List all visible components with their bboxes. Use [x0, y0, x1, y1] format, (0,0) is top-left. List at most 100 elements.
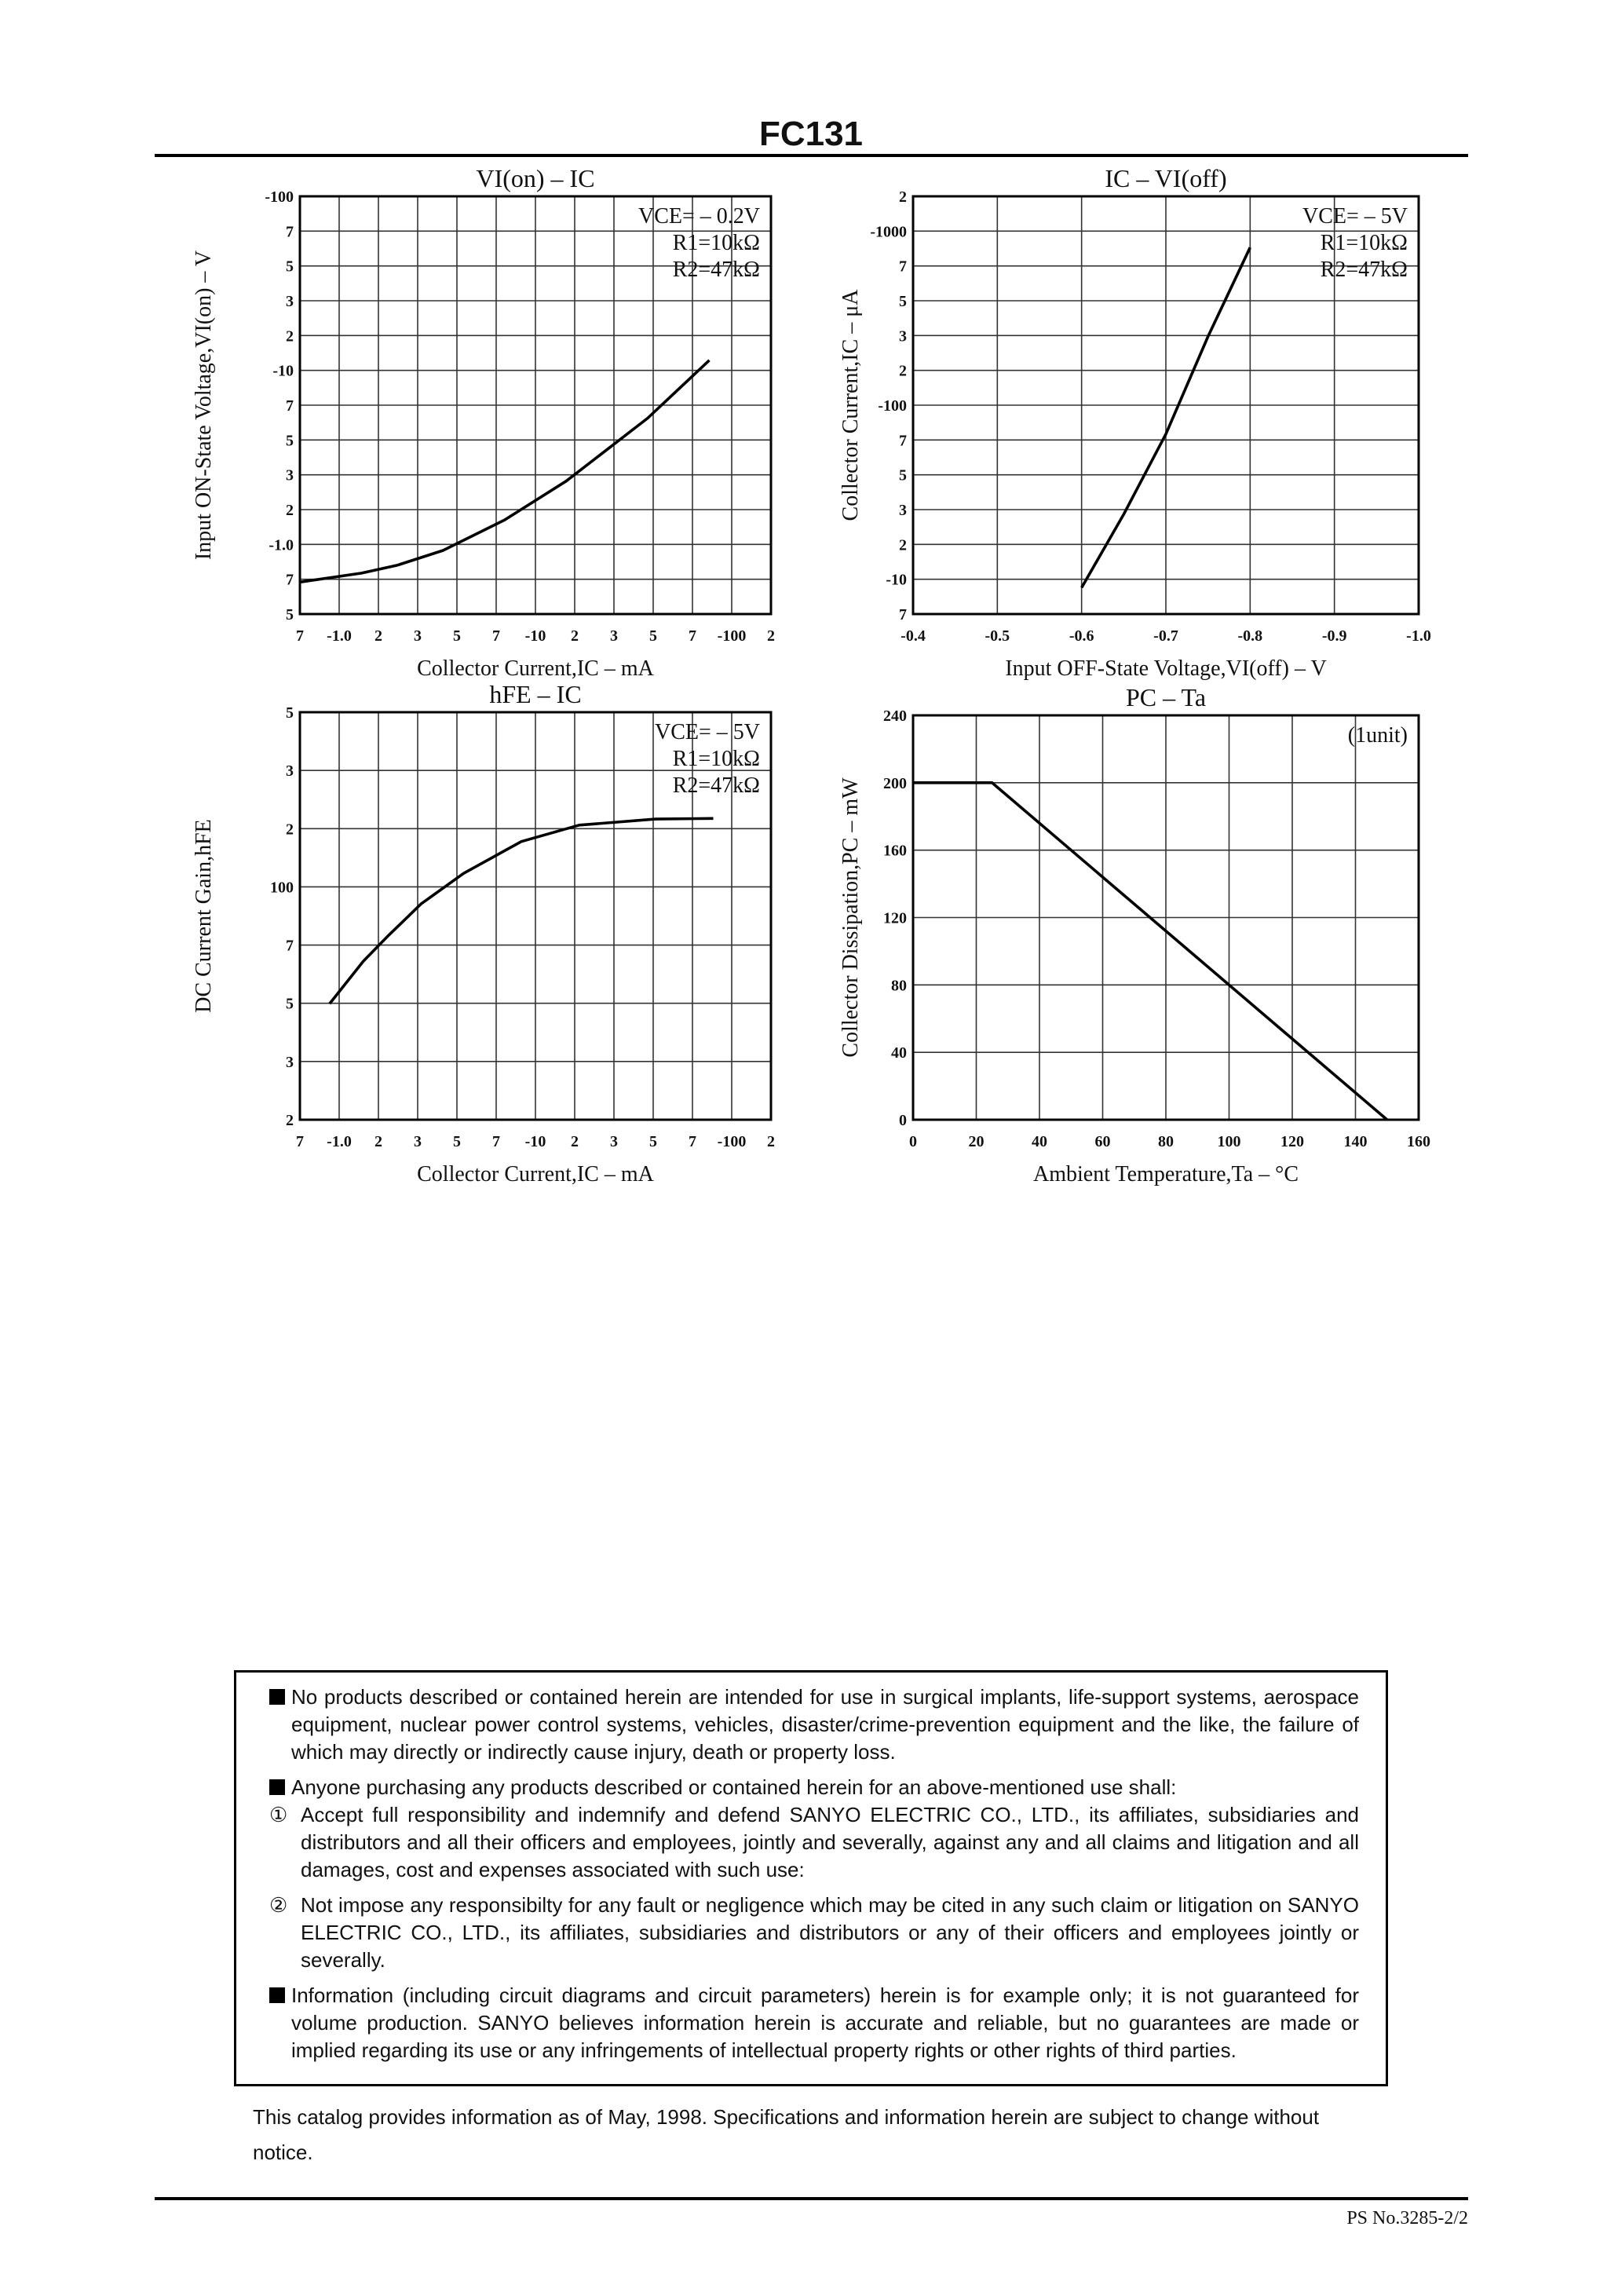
plot-frame: [298, 711, 773, 1121]
y-tick-label: 3: [286, 467, 294, 484]
x-tick-label: 5: [649, 1133, 657, 1150]
x-tick-label: 3: [610, 627, 618, 645]
x-tick-label: 3: [414, 1133, 422, 1150]
x-tick-label: -100: [718, 1133, 747, 1150]
x-tick-label: 7: [689, 1133, 696, 1150]
y-tick-label: 2: [899, 536, 907, 554]
y-tick-label: 5: [899, 293, 907, 310]
x-tick-label: 0: [909, 1133, 917, 1150]
y-tick-label: 3: [286, 1054, 294, 1071]
y-tick-label: 240: [883, 707, 907, 725]
condition-annotation: VCE= – 0.2V: [638, 204, 760, 229]
x-tick-label: -0.6: [1069, 627, 1094, 645]
disclaimer-item-1: No products described or contained herei…: [269, 1684, 1359, 1766]
x-tick-label: -0.7: [1153, 627, 1178, 645]
series-line: [913, 781, 1388, 1121]
x-axis-label: Collector Current,IC – mA: [417, 656, 655, 681]
chart-title: IC – VI(off): [1105, 164, 1226, 192]
x-axis-label: Collector Current,IC – mA: [417, 1162, 655, 1186]
x-axis-label: Ambient Temperature,Ta – °C: [1033, 1162, 1299, 1186]
x-tick-label: 7: [296, 627, 304, 645]
y-tick-label: 100: [270, 879, 294, 896]
disclaimer-box: No products described or contained herei…: [234, 1670, 1388, 2086]
y-tick-label: -10: [886, 572, 907, 589]
x-tick-label: 2: [374, 627, 382, 645]
x-tick-label: 160: [1407, 1133, 1430, 1150]
y-tick-label: 3: [899, 327, 907, 345]
y-tick-label: 5: [286, 606, 294, 623]
y-tick-label: 200: [883, 775, 907, 792]
y-axis-label: Collector Dissipation,PC – mW: [838, 777, 863, 1058]
condition-annotation: R2=47kΩ: [1321, 258, 1408, 282]
x-tick-label: 140: [1344, 1133, 1368, 1150]
x-tick-label: -0.8: [1237, 627, 1262, 645]
condition-annotation: VCE= – 5V: [1302, 204, 1408, 229]
x-tick-label: -10: [525, 1133, 546, 1150]
y-tick-label: 7: [899, 432, 907, 449]
x-tick-label: 7: [492, 1133, 500, 1150]
x-tick-label: -1.0: [327, 627, 352, 645]
x-tick-label: 40: [1032, 1133, 1047, 1150]
condition-annotation: R2=47kΩ: [673, 258, 760, 282]
y-tick-label: 7: [286, 397, 294, 415]
y-axis-label: Collector Current,IC – μA: [838, 289, 863, 521]
catalog-note: This catalog provides information as of …: [253, 2105, 1320, 2164]
y-tick-label: 7: [899, 606, 907, 623]
condition-annotation: R1=10kΩ: [673, 747, 760, 771]
condition-annotation: R2=47kΩ: [673, 773, 760, 798]
x-tick-label: 100: [1218, 1133, 1241, 1150]
y-tick-label: 7: [286, 572, 294, 589]
y-tick-label: 5: [286, 258, 294, 276]
x-tick-label: -0.5: [985, 627, 1010, 645]
circled-two-icon: ②: [269, 1893, 288, 1917]
x-tick-label: 80: [1158, 1133, 1174, 1150]
x-tick-label: 2: [767, 627, 775, 645]
y-axis-label: Input ON-State Voltage,VI(on) – V: [192, 250, 216, 560]
y-tick-label: 5: [286, 704, 294, 722]
y-tick-label: 7: [286, 223, 294, 240]
disclaimer-item-3: Information (including circuit diagrams …: [269, 1982, 1359, 2064]
y-tick-label: -10: [272, 363, 294, 380]
disclaimer-text-2: Anyone purchasing any products described…: [291, 1775, 1177, 1799]
disclaimer-subtext-2: Not impose any responsibilty for any fau…: [301, 1893, 1359, 1972]
y-tick-label: 2: [286, 502, 294, 519]
y-tick-label: 0: [899, 1112, 907, 1129]
disclaimer-subtext-1: Accept full responsibility and indemnify…: [301, 1803, 1359, 1881]
x-tick-label: 2: [571, 627, 579, 645]
x-tick-label: -10: [525, 627, 546, 645]
disclaimer-subitem-1: ① Accept full responsibility and indemni…: [269, 1801, 1359, 1884]
x-tick-label: 7: [492, 627, 500, 645]
x-tick-label: 2: [374, 1133, 382, 1150]
disclaimer-item-2: Anyone purchasing any products described…: [269, 1774, 1359, 1801]
y-tick-label: -100: [878, 397, 907, 415]
square-bullet-icon: [269, 1779, 285, 1795]
y-tick-label: 5: [286, 432, 294, 449]
footer-rule: [155, 2197, 1468, 2200]
y-tick-label: 5: [286, 996, 294, 1013]
y-tick-label: 3: [899, 502, 907, 519]
x-tick-label: 7: [296, 1133, 304, 1150]
y-tick-label: -100: [265, 188, 294, 206]
y-tick-label: 7: [899, 258, 907, 276]
y-tick-label: 5: [899, 467, 907, 484]
x-tick-label: -0.9: [1322, 627, 1347, 645]
square-bullet-icon: [269, 1987, 285, 2003]
x-tick-label: 2: [767, 1133, 775, 1150]
y-tick-label: 2: [286, 821, 294, 838]
x-tick-label: 5: [453, 627, 461, 645]
chart-title: VI(on) – IC: [476, 164, 594, 192]
condition-annotation: VCE= – 5V: [655, 720, 760, 744]
y-tick-label: 3: [286, 293, 294, 310]
part-number: FC131: [758, 115, 864, 153]
y-tick-label: 2: [286, 327, 294, 345]
disclaimer-subitem-2: ② Not impose any responsibilty for any f…: [269, 1892, 1359, 1974]
square-bullet-icon: [269, 1689, 285, 1705]
y-tick-label: 40: [891, 1044, 907, 1062]
condition-annotation: (1unit): [1348, 723, 1408, 748]
disclaimer-text-1: No products described or contained herei…: [291, 1685, 1359, 1764]
y-tick-label: 80: [891, 977, 907, 994]
x-tick-label: -100: [718, 627, 747, 645]
plot-frame: [911, 195, 1420, 616]
x-tick-label: 120: [1280, 1133, 1304, 1150]
